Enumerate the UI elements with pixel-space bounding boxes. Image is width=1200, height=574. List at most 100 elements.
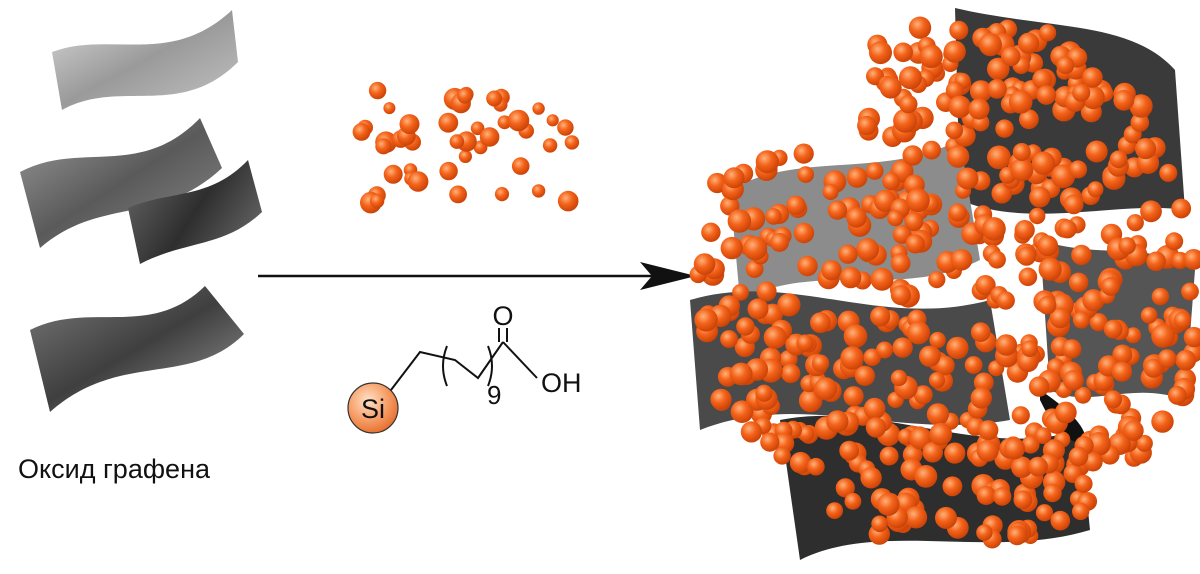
composite-nanoparticle	[1009, 90, 1033, 114]
composite-nanoparticle	[794, 223, 814, 243]
composite-nanoparticle	[1029, 376, 1049, 396]
composite-nanoparticle	[869, 41, 892, 64]
composite-nanoparticle	[797, 256, 817, 276]
composite-nanoparticle	[826, 502, 843, 519]
composite-nanoparticle	[949, 203, 967, 221]
nanoparticle	[543, 138, 557, 152]
nanoparticle	[495, 187, 509, 201]
composite-nanoparticle	[935, 507, 957, 529]
nanoparticle	[512, 157, 530, 175]
composite-nanoparticle	[760, 433, 779, 452]
composite-nanoparticle	[1069, 160, 1087, 178]
composite-nanoparticle	[1181, 283, 1199, 301]
composite-nanoparticle	[882, 172, 900, 190]
composite-nanoparticle	[907, 321, 930, 344]
composite-nanoparticle	[1029, 208, 1045, 224]
composite-nanoparticle	[949, 21, 968, 40]
composite-nanoparticle	[731, 400, 754, 423]
composite-nanoparticle	[1037, 85, 1057, 105]
composite-nanoparticle	[1152, 288, 1169, 305]
nanoparticle	[480, 127, 500, 147]
composite-nanoparticle	[724, 167, 745, 188]
composite-nanoparticle	[905, 506, 927, 528]
composite-nanoparticle	[1029, 186, 1050, 207]
composite-nanoparticle	[844, 324, 868, 348]
composite-nanoparticle	[1135, 138, 1156, 159]
composite-nanoparticle	[1171, 199, 1191, 219]
composite-nanoparticle	[856, 238, 879, 261]
composite-nanoparticle	[826, 410, 848, 432]
composite-nanoparticle	[988, 251, 1006, 269]
composite-nanoparticle	[1123, 420, 1144, 441]
composite-nanoparticle	[755, 385, 772, 402]
reaction-arrow-icon	[258, 262, 696, 290]
composite-nanoparticle	[1069, 273, 1089, 293]
composite-nanoparticle	[987, 79, 1007, 99]
composite-nanoparticle	[857, 116, 876, 135]
repeat-subscript: 9	[487, 380, 501, 410]
composite-nanoparticle	[929, 372, 945, 388]
composite-nanoparticle	[891, 253, 911, 273]
composite-nanoparticle	[978, 420, 998, 440]
composite-nanoparticle	[977, 440, 999, 462]
nanoparticle	[375, 138, 391, 154]
composite-nanoparticle	[1010, 158, 1033, 181]
composite-nanoparticle	[1159, 164, 1177, 182]
left-caption: Оксид графена	[18, 454, 211, 484]
nanoparticle	[486, 91, 502, 107]
composite-nanoparticle	[728, 209, 752, 233]
composite-nanoparticle	[946, 122, 964, 140]
composite-nanoparticle	[855, 366, 875, 386]
composite-nanoparticle	[871, 516, 888, 533]
composite-nanoparticle	[893, 43, 913, 63]
nanoparticle	[383, 102, 395, 114]
composite-nanoparticle	[871, 268, 894, 291]
composite-nanoparticle	[1037, 235, 1058, 256]
nanoparticle-icon	[353, 82, 580, 214]
composite-nanoparticle	[1165, 232, 1183, 250]
composite-nanoparticle	[847, 167, 868, 188]
composite-nanoparticle	[694, 308, 717, 331]
composite-nanoparticle	[1036, 504, 1053, 521]
composite-nanoparticle	[947, 145, 969, 167]
composite-nanoparticle	[1056, 56, 1074, 74]
composite-nanoparticle	[944, 443, 965, 464]
silane-molecule: Si 9 O OH	[348, 301, 582, 433]
nanoparticle	[449, 186, 467, 204]
composite-nanoparticle	[904, 212, 923, 231]
composite-nanoparticle	[877, 493, 900, 516]
composite-nanoparticle	[1051, 511, 1071, 531]
composite-nanoparticle	[1158, 349, 1177, 368]
composite-nanoparticle	[864, 398, 886, 420]
composite-nanoparticle	[976, 524, 992, 540]
composite-nanoparticle	[694, 253, 716, 275]
composite-nanoparticle	[1146, 251, 1166, 271]
composite-nanoparticle	[1014, 490, 1033, 509]
nanoparticle	[558, 191, 579, 212]
composite-nanoparticle	[1112, 362, 1132, 382]
composite-nanoparticle	[1039, 24, 1056, 41]
nanoparticle	[408, 171, 429, 192]
composite-nanoparticle	[866, 417, 886, 437]
composite-nanoparticle	[922, 141, 941, 160]
composite-nanoparticle	[927, 403, 949, 425]
composite-nanoparticle	[909, 17, 931, 39]
composite-nanoparticle	[1101, 277, 1120, 296]
composite-nanoparticle	[1104, 390, 1122, 408]
composite-nanoparticle	[920, 45, 943, 68]
composite-nanoparticle	[823, 184, 839, 200]
composite-nanoparticle	[773, 447, 790, 464]
composite-nanoparticle	[1174, 312, 1191, 329]
nanoparticle	[557, 119, 573, 135]
composite-nanoparticle	[993, 487, 1011, 505]
composite-nanoparticle	[891, 370, 907, 386]
composite-nanoparticle	[880, 447, 899, 466]
composite-nanoparticle	[1088, 181, 1104, 197]
nanoparticle	[457, 88, 473, 104]
composite-nanoparticle	[839, 441, 859, 461]
composite-nanoparticle	[906, 234, 925, 253]
composite-nanoparticle	[1019, 268, 1038, 287]
composite-nanoparticle	[730, 363, 753, 386]
nanoparticle	[508, 110, 530, 132]
